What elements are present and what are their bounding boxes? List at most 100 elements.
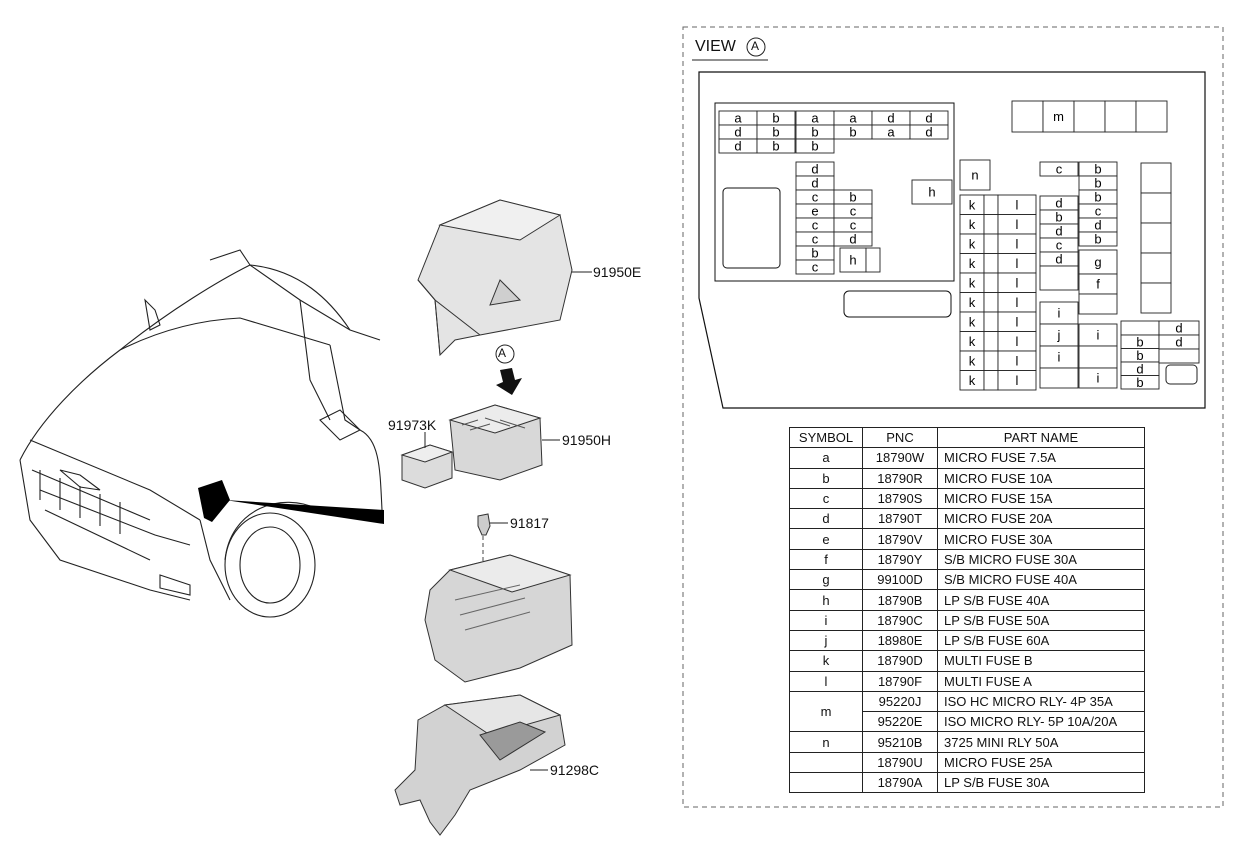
fuse-slot: k [959, 292, 985, 313]
cell-pnc: 18790Y [862, 548, 938, 571]
fuse-slot-outline [1073, 100, 1106, 133]
fuse-slot-outline [1140, 222, 1172, 254]
fuse-slot-label: k [969, 217, 976, 232]
fuse-block-main [714, 102, 955, 282]
fuse-slot-label: c [812, 190, 819, 205]
fuse-slot-label: k [969, 236, 976, 251]
fuse-slot-label: b [849, 190, 856, 205]
fuse-slot-label: h [928, 185, 935, 200]
fuse-slot-label: b [1094, 176, 1101, 191]
cell-symbol: d [789, 508, 863, 530]
fuse-slot-label: d [1175, 335, 1182, 350]
cell-symbol: k [789, 650, 863, 672]
cell-part-name: MULTI FUSE A [937, 670, 1145, 692]
fuse-slot-label: b [1136, 348, 1143, 363]
cell-symbol [789, 772, 863, 794]
cell-pnc: 18980E [862, 629, 938, 652]
fuse-slot: e [795, 204, 835, 219]
fuse-slot: k [959, 194, 985, 215]
fuse-slot-label: b [849, 125, 856, 140]
fuse-slot-outline [1039, 367, 1079, 389]
fuse-slot-outline [1140, 162, 1172, 194]
view-frame [682, 26, 1224, 808]
fuse-slot: d [1039, 196, 1079, 211]
fuse-slot-label: c [850, 218, 857, 233]
fuse-slot-outline [1078, 293, 1118, 315]
fuse-slot: b [756, 111, 796, 126]
callout-bracket: 91298C [550, 762, 600, 778]
fuse-slot-label: c [850, 204, 857, 219]
fuse-slot [983, 311, 999, 332]
cell-part-name: S/B MICRO FUSE 40A [937, 569, 1145, 591]
cell-symbol: b [789, 467, 863, 489]
fuse-slot: b [1039, 210, 1079, 225]
fuse-slot-label: d [925, 111, 932, 126]
fuse-slot-outline [1140, 192, 1172, 224]
fuse-slot: k [959, 331, 985, 352]
fuse-slot-label: n [971, 168, 978, 183]
fuse-slot-label: d [1055, 196, 1062, 211]
cell-pnc: 18790B [862, 589, 938, 611]
fuse-slot: b [1078, 190, 1118, 205]
fuse-slot: d [718, 139, 758, 154]
header-part-name: PART NAME [937, 426, 1145, 449]
fuse-slot-label: a [849, 111, 857, 126]
fuse-slot: a [871, 125, 911, 140]
fuse-slot: i [1039, 301, 1079, 325]
cell-symbol: e [789, 528, 863, 550]
fuse-slot [1011, 100, 1044, 133]
fuse-slot: c [795, 232, 835, 247]
fuse-slot: a [718, 111, 758, 126]
cell-part-name: MICRO FUSE 30A [937, 528, 1145, 550]
fuse-slot [1039, 265, 1079, 291]
cell-pnc: 99100D [862, 569, 938, 591]
fuse-slot-label: k [969, 334, 976, 349]
fuse-slot: l [997, 331, 1037, 352]
fuse-slot: k [959, 350, 985, 371]
fuse-box-location-highlight [198, 480, 230, 522]
cell-symbol: j [789, 629, 863, 652]
long-slot-bottom [843, 290, 952, 318]
fuse-slot-label: e [811, 204, 818, 219]
cell-pnc: 18790D [862, 650, 938, 672]
fuse-slot-outline [839, 247, 867, 273]
fuse-slot-label: d [925, 125, 932, 140]
bracket-illustration [394, 694, 566, 836]
fuse-slot-label: b [811, 139, 818, 154]
fuse-slot [983, 370, 999, 391]
cell-pnc: 95220E [862, 711, 938, 733]
fuse-slot-outline [1120, 320, 1160, 336]
view-marker: A [751, 39, 760, 53]
fuse-slot: d [718, 125, 758, 140]
fuse-slot [1140, 222, 1172, 254]
fuse-slot-label: k [969, 256, 976, 271]
fuse-slot: d [1078, 218, 1118, 233]
fuse-slot: d [833, 232, 873, 247]
fuse-slot: l [997, 194, 1037, 215]
cell-pnc: 18790V [862, 528, 938, 550]
fuse-slot [1140, 282, 1172, 314]
fuse-slot-label: c [812, 260, 819, 275]
fuse-slot: k [959, 311, 985, 332]
fuse-slot: h [911, 179, 953, 205]
fuse-slot [1140, 252, 1172, 284]
fuse-slot: l [997, 292, 1037, 313]
fuse-slot-label: d [811, 162, 818, 177]
cell-part-name: MICRO FUSE 10A [937, 467, 1145, 489]
fuse-slot: l [997, 272, 1037, 293]
fuse-slot: d [909, 111, 949, 126]
fuse-slot [983, 233, 999, 254]
fuse-slot [1140, 192, 1172, 224]
cell-symbol: g [789, 569, 863, 591]
fuse-slot: d [871, 111, 911, 126]
cell-symbol: i [789, 609, 863, 631]
fuse-slot: b [795, 125, 835, 140]
fuse-slot [1135, 100, 1168, 133]
fuse-slot: m [1042, 100, 1075, 133]
fuse-slot-label: l [1016, 275, 1019, 290]
fuse-slot-label: k [969, 197, 976, 212]
fuse-slot: c [833, 204, 873, 219]
